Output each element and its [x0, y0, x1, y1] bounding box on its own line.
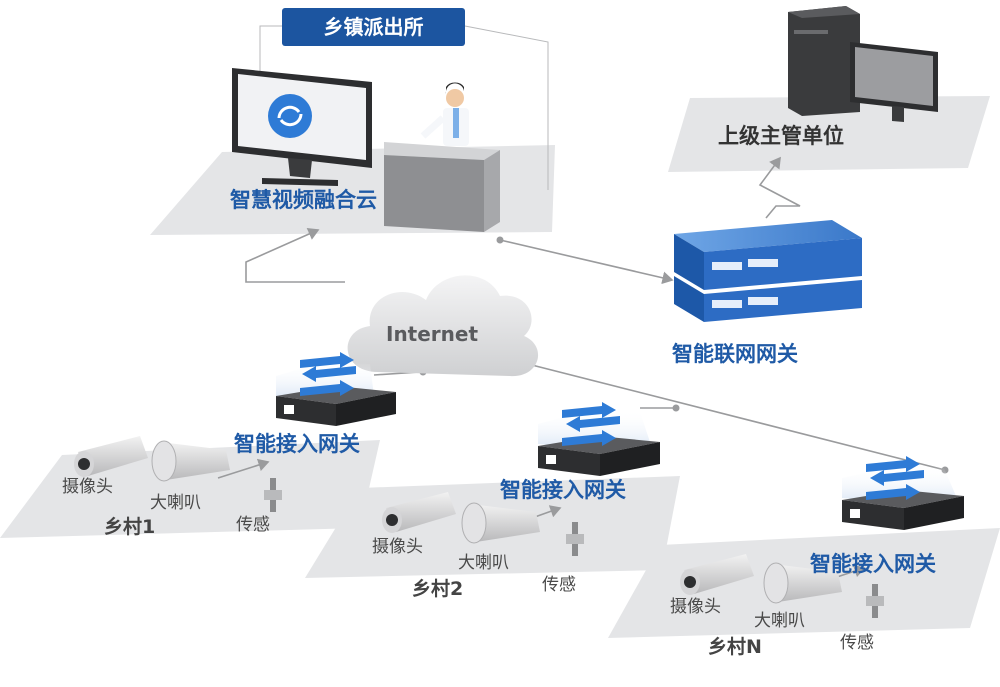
networked-gateway-label: 智能联网网关 — [672, 342, 798, 366]
village-name: 乡村1 — [104, 516, 156, 538]
access-gateway-label: 智能接入网关 — [500, 478, 626, 502]
access-gateway-label: 智能接入网关 — [234, 432, 360, 456]
village-n-speaker-icon — [763, 562, 842, 604]
speaker-label: 大喇叭 — [458, 553, 509, 573]
sensor-label: 传感 — [236, 515, 270, 535]
networked-gateway-icon — [674, 220, 862, 322]
access-gateway-1-icon — [276, 352, 396, 426]
village-n-sensor-icon — [866, 584, 884, 618]
speaker-label: 大喇叭 — [150, 493, 201, 513]
sensor-label: 传感 — [542, 575, 576, 595]
officer-icon — [420, 82, 469, 146]
camera-label: 摄像头 — [372, 537, 423, 557]
upper-unit-platform — [668, 96, 990, 172]
upper-unit-label: 上级主管单位 — [718, 124, 844, 148]
cloud-platform-label: 智慧视频融合云 — [230, 188, 377, 212]
village-name: 乡村N — [708, 636, 762, 658]
village-name: 乡村2 — [412, 578, 464, 600]
speaker-label: 大喇叭 — [754, 611, 805, 631]
cloud-sync-icon — [268, 94, 312, 138]
village1-camera-icon — [74, 436, 148, 477]
police-station-title: 乡镇派出所 — [282, 8, 465, 46]
access-gateway-label: 智能接入网关 — [810, 552, 936, 576]
camera-label: 摄像头 — [62, 477, 113, 497]
node-dot — [672, 404, 680, 412]
internet-label: Internet — [386, 322, 479, 346]
village2-sensor-icon — [566, 522, 584, 556]
village2-camera-icon — [382, 492, 456, 533]
camera-label: 摄像头 — [670, 597, 721, 617]
internet-cloud-icon — [347, 275, 539, 377]
village1-speaker-icon — [151, 440, 230, 482]
village-n-camera-icon — [680, 554, 754, 595]
station-frame-right — [464, 25, 549, 190]
village2-speaker-icon — [461, 502, 540, 544]
access-gateway-3-icon — [842, 456, 964, 530]
village1-sensor-icon — [264, 478, 282, 512]
sensor-label: 传感 — [840, 633, 874, 653]
node-dot — [496, 236, 504, 244]
desk-icon — [384, 142, 500, 232]
access-gateway-2-icon — [538, 402, 660, 476]
computer-icon — [788, 6, 938, 122]
